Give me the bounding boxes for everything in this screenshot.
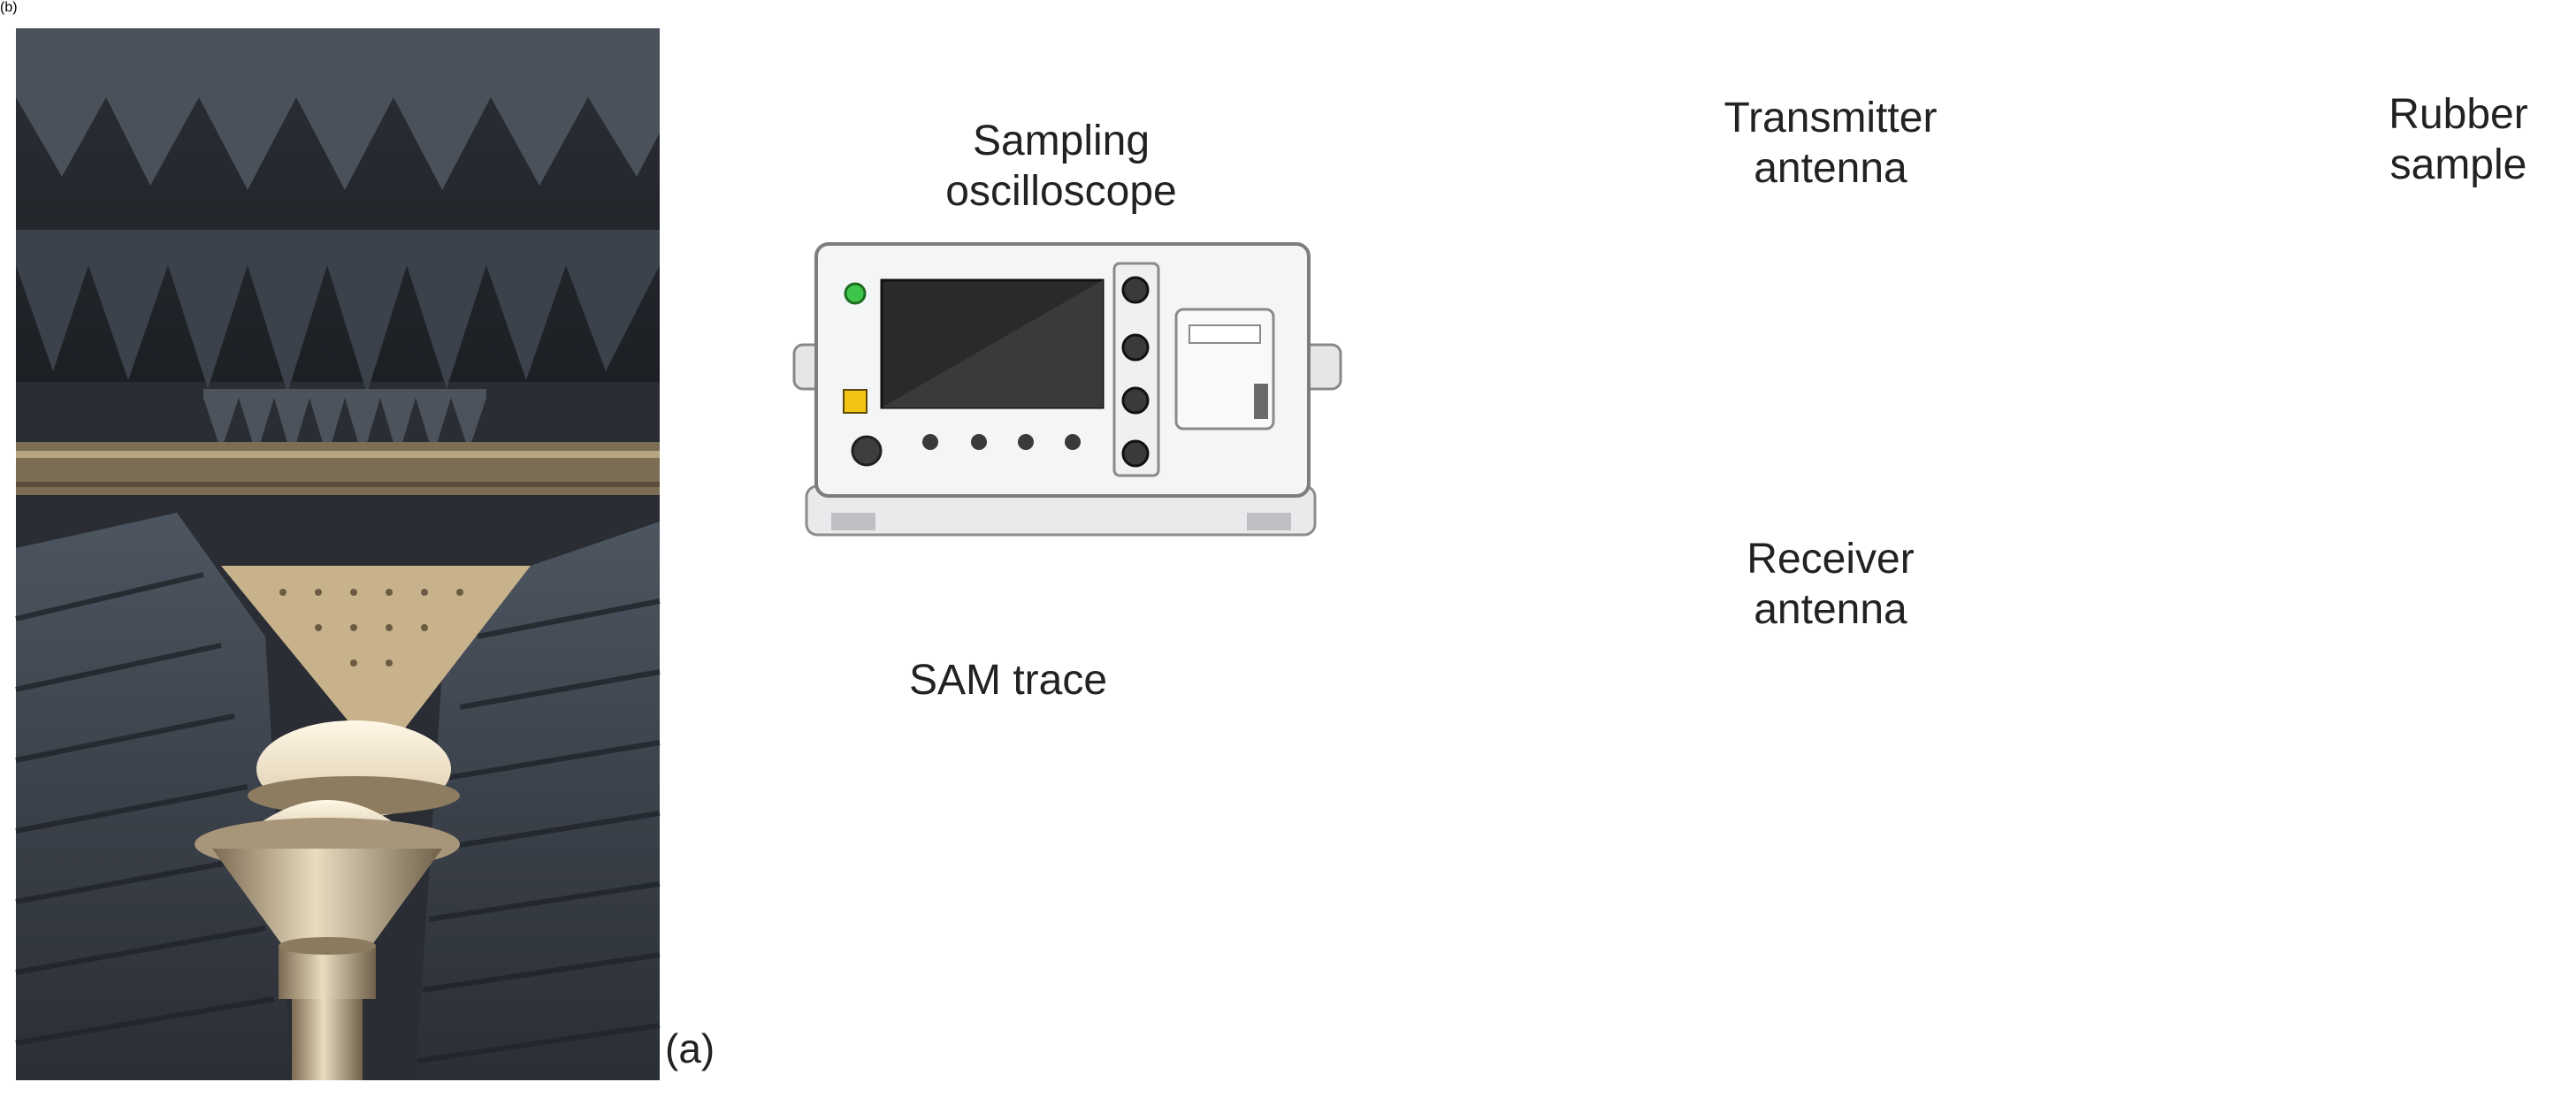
oscilloscope-label: Sampling oscilloscope [915, 117, 1207, 217]
zoom-line: (b) Sampli [0, 0, 2528, 704]
scope-button [922, 434, 938, 450]
connector-port [1121, 333, 1150, 362]
horn-antenna-front [195, 800, 460, 1080]
panel-a-tag: (a) [665, 1025, 715, 1071]
oscilloscope-label-line1: Sampling [972, 118, 1150, 164]
oscilloscope-label-line2: oscilloscope [945, 167, 1177, 215]
chamber-photo [15, 28, 661, 1080]
sample-label-line1: Rubber [2389, 91, 2528, 138]
scope-button [971, 434, 987, 450]
receiver-label-line2: antenna [1754, 585, 1907, 633]
power-led [844, 282, 867, 305]
scope-button [1065, 434, 1081, 450]
scope-button [1018, 434, 1034, 450]
zoom-line: (b) Sampli [0, 0, 2528, 704]
receiver-label-line1: Receiver [1747, 536, 1915, 583]
sample-label-line2: sample [2389, 141, 2527, 188]
sample-label: Rubber sample [2361, 90, 2556, 190]
receiver-label: Receiver antenna [1685, 535, 1976, 635]
panel-b-tag: (b) [0, 0, 18, 15]
connector-port [1121, 439, 1150, 468]
transmitter-label-line1: Transmitter [1724, 95, 1938, 141]
sam-trace-title: SAM trace [908, 657, 1108, 704]
warning-label [843, 389, 868, 414]
sampling-oscilloscope [792, 242, 1342, 537]
transmitter-label: Transmitter antenna [1685, 94, 1976, 194]
transmitter-label-line2: antenna [1754, 144, 1907, 192]
connector-port [1121, 276, 1150, 304]
connector-port [1121, 386, 1150, 415]
scope-knob [851, 435, 883, 467]
